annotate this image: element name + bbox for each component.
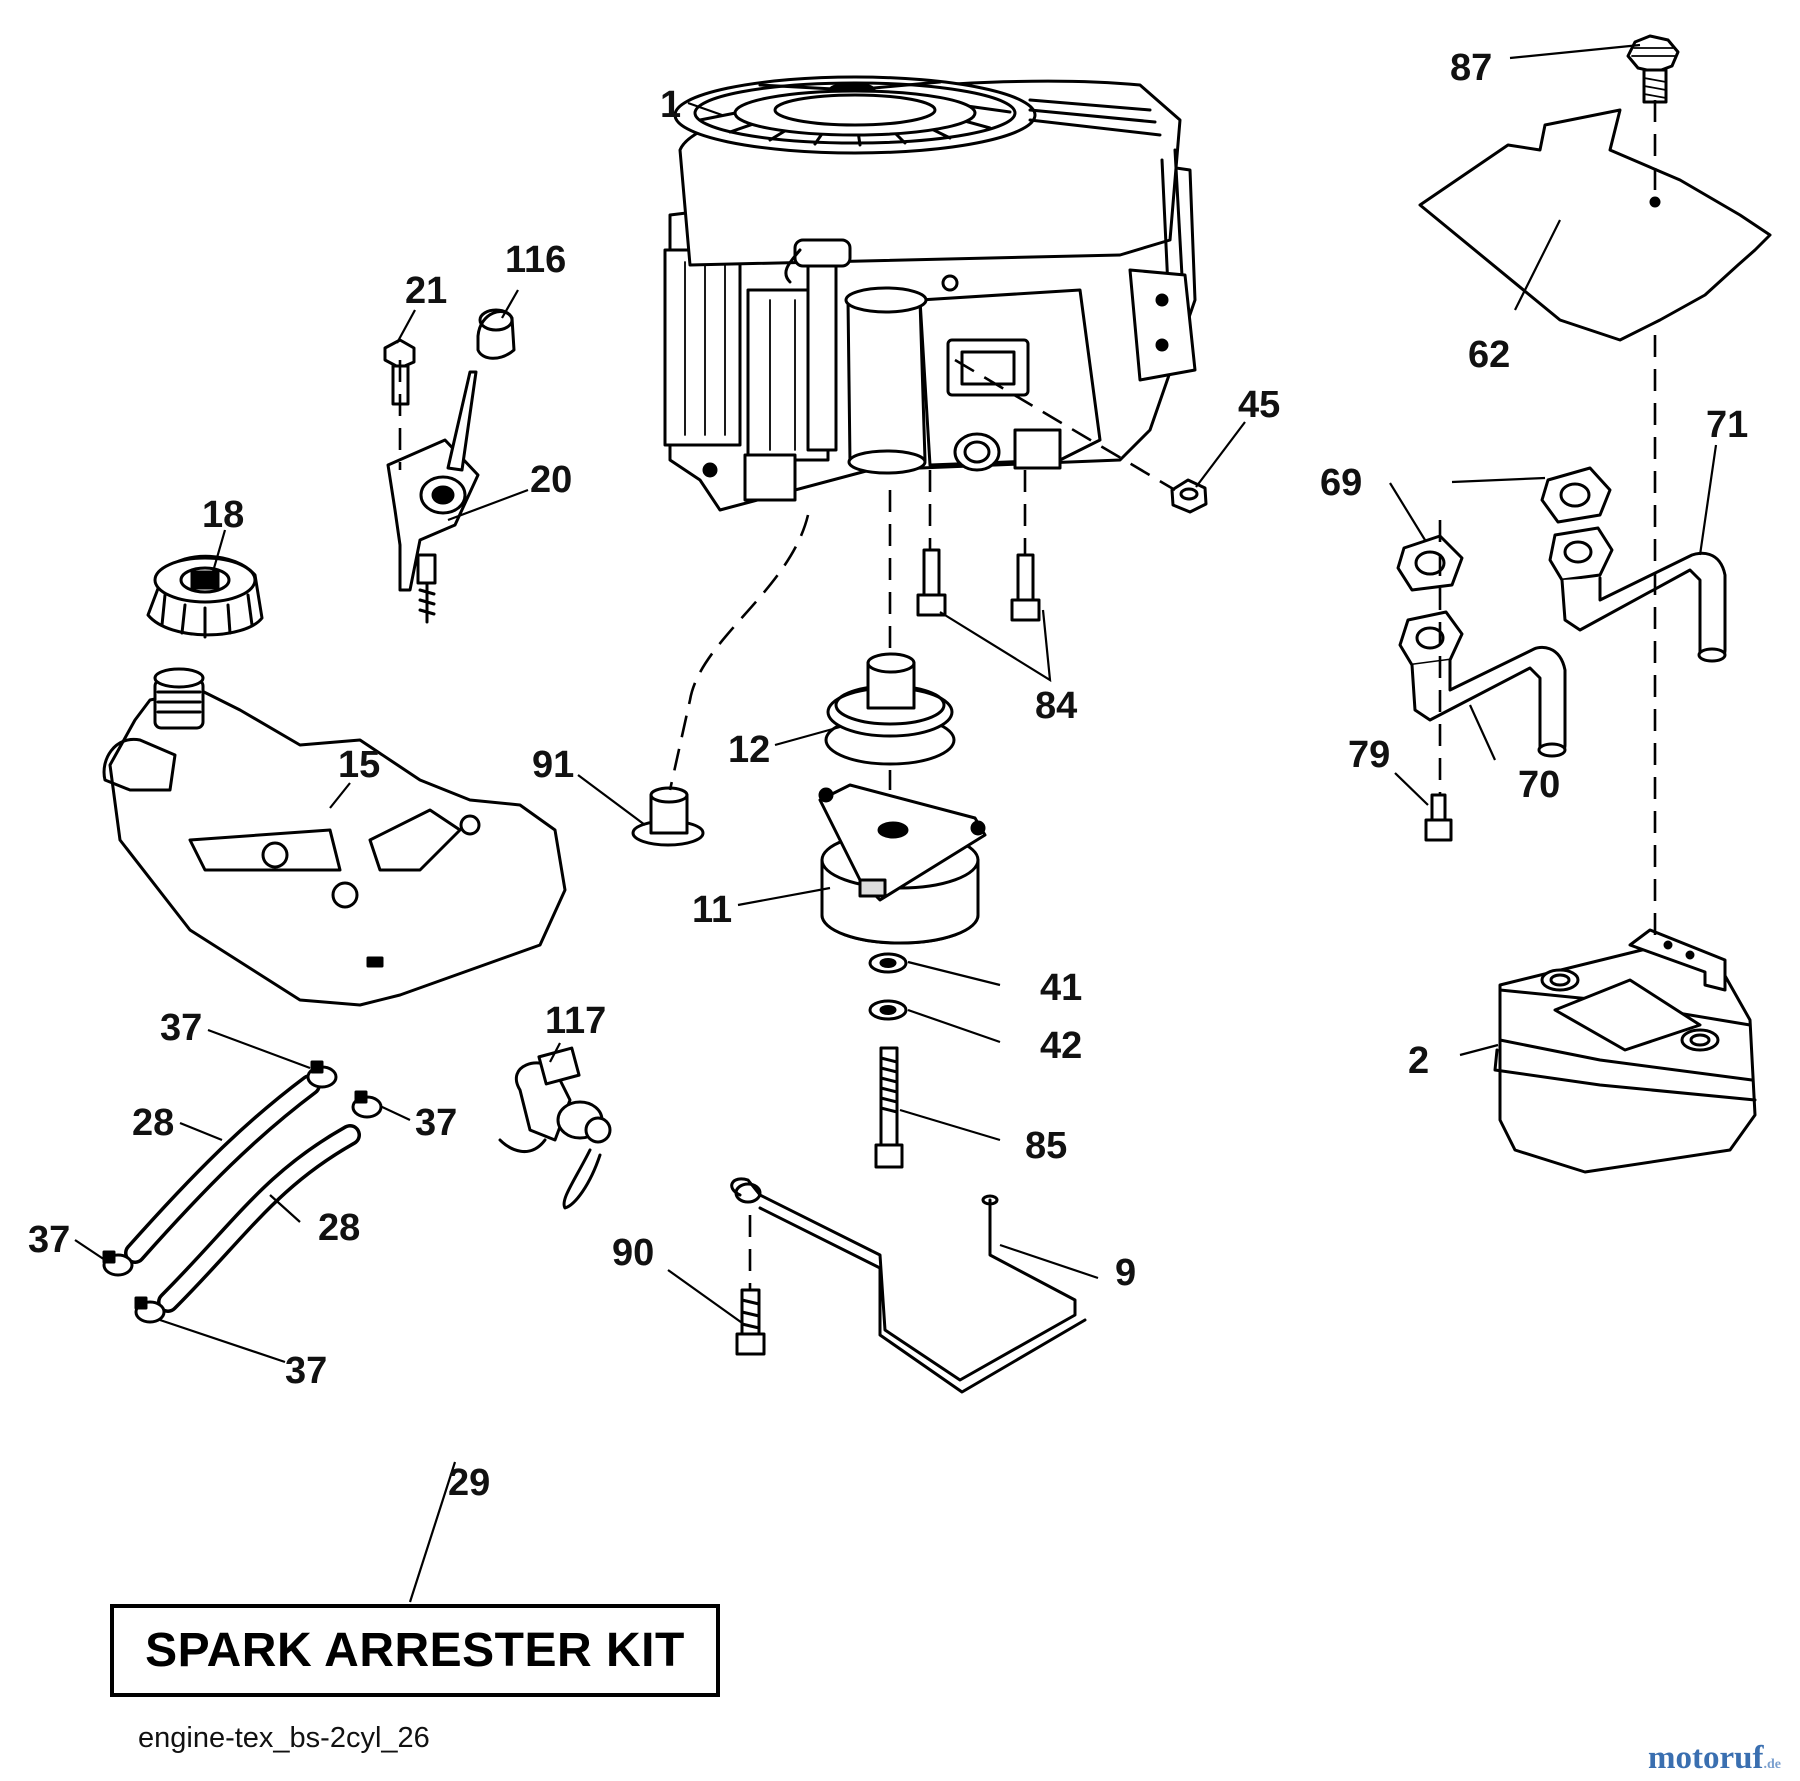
spark-arrester-kit-label: SPARK ARRESTER KIT — [145, 1624, 685, 1677]
callout-2: 2 — [1408, 1040, 1429, 1082]
callout-116: 116 — [505, 239, 566, 281]
callout-29: 29 — [448, 1462, 490, 1504]
callout-28-lower: 28 — [318, 1207, 360, 1249]
callout-71: 71 — [1706, 404, 1748, 446]
callout-87: 87 — [1450, 47, 1492, 89]
callout-41: 41 — [1040, 967, 1082, 1009]
callout-12: 12 — [728, 729, 770, 771]
long-bolt-part-85[interactable] — [874, 1046, 904, 1169]
fuel-hose-part-28-upper[interactable] — [124, 1074, 321, 1264]
hose-clamp-part-37-c[interactable] — [102, 1250, 134, 1277]
nut-part-45[interactable] — [1170, 478, 1208, 514]
gasket-part-69-b[interactable] — [1396, 534, 1464, 592]
bolt-part-84-left[interactable] — [916, 548, 947, 617]
callout-37-bottom: 37 — [285, 1350, 327, 1392]
callout-20: 20 — [530, 459, 572, 501]
watermark-suffix: .de — [1763, 1757, 1781, 1772]
bushing-part-91[interactable] — [631, 786, 705, 847]
knob-bolt-part-87[interactable] — [1626, 34, 1680, 104]
callout-37-left: 37 — [28, 1219, 70, 1261]
callout-37-right: 37 — [415, 1102, 457, 1144]
gasket-part-69-a[interactable] — [1540, 466, 1612, 524]
callout-9: 9 — [1115, 1252, 1136, 1294]
hose-clamp-part-37-b[interactable] — [351, 1090, 383, 1119]
muffler-part-2[interactable] — [1493, 928, 1757, 1174]
callout-45: 45 — [1238, 384, 1280, 426]
rod-part-9[interactable] — [730, 1177, 1087, 1394]
callout-18: 18 — [202, 494, 244, 536]
exhaust-pipe-part-70[interactable] — [1398, 610, 1567, 758]
callout-37-top: 37 — [160, 1007, 202, 1049]
bolt-part-84-right[interactable] — [1010, 553, 1041, 622]
callout-11: 11 — [692, 889, 732, 931]
throttle-control-part-20[interactable] — [386, 370, 480, 624]
diagram-reference-code: engine-tex_bs-2cyl_26 — [138, 1722, 430, 1754]
exhaust-pipe-part-71[interactable] — [1548, 526, 1727, 663]
callout-1: 1 — [660, 84, 681, 126]
callout-28-upper: 28 — [132, 1102, 174, 1144]
callout-labels: 1 87 62 21 116 20 18 15 91 12 11 84 45 4… — [28, 47, 1748, 1504]
callout-91: 91 — [532, 744, 574, 786]
callout-90: 90 — [612, 1232, 654, 1274]
hose-clamp-part-37-d[interactable] — [134, 1296, 166, 1324]
fuel-hose-part-28-lower[interactable] — [157, 1124, 361, 1313]
callout-42: 42 — [1040, 1025, 1082, 1067]
fuel-cap-part-18[interactable] — [146, 554, 264, 639]
watermark-logo: motoruf.de — [1648, 1740, 1781, 1777]
callout-117: 117 — [545, 1000, 606, 1042]
bolt-part-79[interactable] — [1424, 793, 1453, 842]
electric-clutch-part-11[interactable] — [818, 783, 987, 945]
fuel-valve-part-117[interactable] — [498, 1046, 612, 1210]
spark-arrester-kit-box[interactable]: SPARK ARRESTER KIT — [110, 1604, 720, 1697]
callout-15: 15 — [338, 744, 380, 786]
leader-lines — [74, 43, 1718, 1603]
assembly-lines — [398, 100, 1657, 1290]
engine-part-1[interactable] — [663, 75, 1197, 512]
heat-shield-plate-part-62[interactable] — [1418, 108, 1772, 342]
callout-21: 21 — [405, 270, 447, 312]
callout-69: 69 — [1320, 462, 1362, 504]
callout-85: 85 — [1025, 1125, 1067, 1167]
pulley-part-12[interactable] — [824, 652, 956, 766]
watermark-brand: motoruf — [1648, 1740, 1764, 1776]
callout-79: 79 — [1348, 734, 1390, 776]
knob-part-116[interactable] — [476, 308, 516, 360]
callout-70: 70 — [1518, 764, 1560, 806]
bolt-part-21[interactable] — [383, 338, 416, 406]
fuel-tank-part-15[interactable] — [102, 667, 567, 1007]
washer-part-41[interactable] — [868, 952, 908, 974]
callout-62: 62 — [1468, 334, 1510, 376]
washer-part-42[interactable] — [868, 999, 908, 1021]
hose-clamp-part-37-a[interactable] — [306, 1060, 338, 1089]
callout-84: 84 — [1035, 685, 1077, 727]
